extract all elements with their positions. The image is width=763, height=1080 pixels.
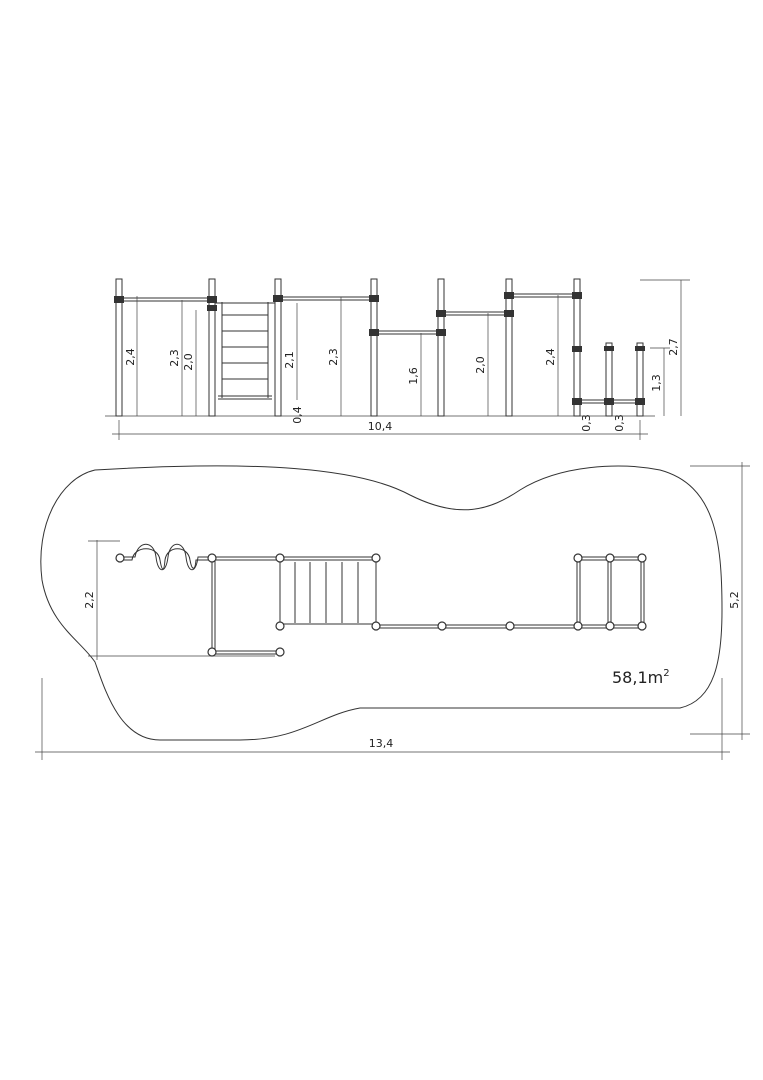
frame-rails xyxy=(211,556,645,655)
post xyxy=(370,278,378,417)
clamp xyxy=(635,398,645,405)
dim-small-label: 0,3 xyxy=(580,414,593,432)
clamp xyxy=(114,296,124,303)
area-label: 58,1m2 xyxy=(612,668,670,687)
dim-depth-right-label: 5,2 xyxy=(728,591,741,609)
dim-height-label: 2,4 xyxy=(124,348,137,366)
area-superscript: 2 xyxy=(663,668,669,679)
dim-depth-left-label: 2,2 xyxy=(83,591,96,609)
post xyxy=(115,278,123,417)
clamp xyxy=(207,305,217,311)
elevation-view: 2,4 2,3 2,0 2,1 2,3 1,6 2,0 2,4 1,3 2,7 … xyxy=(105,278,690,440)
dim-height-label: 2,3 xyxy=(327,348,340,366)
clamp xyxy=(635,346,645,351)
safety-area-outline xyxy=(40,465,723,741)
wavy-climbing-bar xyxy=(120,548,212,570)
clamp xyxy=(572,292,582,299)
dim-small-label: 0,4 xyxy=(291,406,304,424)
dim-height-label: 2,4 xyxy=(544,348,557,366)
clamp xyxy=(273,295,283,302)
dim-length-label: 10,4 xyxy=(368,420,393,433)
clamp xyxy=(369,329,379,336)
clamp xyxy=(504,310,514,317)
clamp xyxy=(504,292,514,299)
clamp xyxy=(436,329,446,336)
plan-view: 2,2 5,2 13,4 58,1m2 xyxy=(35,462,750,760)
post xyxy=(208,278,216,417)
wavy-climbing-bar xyxy=(120,543,212,571)
dim-height-label: 2,7 xyxy=(667,338,680,356)
clamp xyxy=(369,295,379,302)
post xyxy=(437,278,445,417)
post xyxy=(274,278,282,417)
post xyxy=(605,342,613,417)
post xyxy=(636,342,644,417)
clamp xyxy=(572,346,582,352)
height-dimensions xyxy=(136,279,690,416)
ladder xyxy=(215,302,275,400)
clamp xyxy=(604,398,614,405)
dim-height-label: 2,0 xyxy=(182,353,195,371)
plan-joints xyxy=(115,553,647,657)
dim-height-label: 1,6 xyxy=(407,367,420,385)
dim-height-label: 2,1 xyxy=(283,351,296,369)
plan-ladder-rungs xyxy=(294,562,359,623)
dim-height-label: 2,0 xyxy=(474,356,487,374)
clamp xyxy=(604,346,614,351)
dim-height-label: 2,3 xyxy=(168,349,181,367)
post xyxy=(505,278,513,417)
clamp xyxy=(207,296,217,303)
dim-plan-length-label: 13,4 xyxy=(369,737,394,750)
area-value: 58,1m xyxy=(612,668,663,687)
clamp xyxy=(572,398,582,405)
clamp xyxy=(436,310,446,317)
dim-height-label: 1,3 xyxy=(650,374,663,392)
dim-small-label: 0,3 xyxy=(613,414,626,432)
